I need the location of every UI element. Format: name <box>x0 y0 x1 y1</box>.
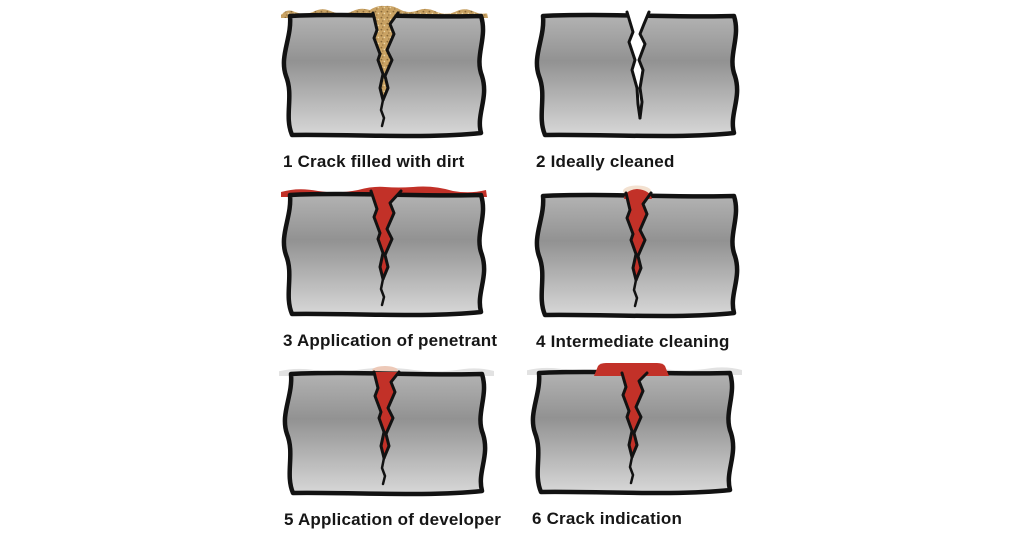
crack-fill-dirt <box>373 13 398 100</box>
panel-application-of-developer: 5 Application of developer <box>279 362 502 530</box>
crack-edge-right <box>382 370 401 460</box>
crack-edge-left <box>369 189 385 281</box>
crack-edge-right <box>381 11 400 102</box>
cross-section-indication-illustration <box>527 363 742 496</box>
panel-crack-indication: 6 Crack indication <box>527 361 745 529</box>
crack-tip-line <box>379 98 386 128</box>
step-label-4: 4 Intermediate cleaning <box>536 332 730 351</box>
cross-section-developer-illustration <box>279 366 494 497</box>
step-label-5: 5 Application of developer <box>284 510 502 529</box>
crack-tip-line <box>632 278 639 308</box>
crack-edge-right <box>381 189 403 281</box>
crack-tip-line <box>628 455 635 485</box>
crack-fill-penetrant <box>626 193 651 280</box>
crack-edge-right <box>630 371 649 459</box>
crack-edge-right <box>634 191 653 282</box>
cross-section-dirt-illustration <box>281 5 488 139</box>
crack-tip-line <box>380 456 387 486</box>
step-label-6: 6 Crack indication <box>532 509 683 528</box>
indication-blot <box>594 363 669 376</box>
cross-section-penetrant-illustration <box>281 186 487 318</box>
step-label-3: 3 Application of penetrant <box>283 331 498 350</box>
crack-edge-right <box>637 10 651 120</box>
crack-edge-left <box>625 10 642 120</box>
panel-ideally-cleaned: 2 Ideally cleaned <box>531 4 749 172</box>
panel-crack-filled-with-dirt: 1 Crack filled with dirt <box>278 4 496 172</box>
panel-intermediate-cleaning: 4 Intermediate cleaning <box>531 184 749 352</box>
panel-application-of-penetrant: 3 Application of penetrant <box>278 183 498 351</box>
cross-section-intermediate-illustration <box>534 185 740 319</box>
step-label-1: 1 Crack filled with dirt <box>283 152 465 171</box>
step-label-2: 2 Ideally cleaned <box>536 152 675 171</box>
crack-edge-left <box>372 370 386 460</box>
crack-tip-line <box>379 277 386 307</box>
crack-edge-left <box>620 371 634 459</box>
crack-edge-left <box>624 191 638 282</box>
cross-section-clean-illustration <box>534 10 740 139</box>
crack-edge-left <box>371 11 385 102</box>
crack-gap <box>627 12 649 118</box>
